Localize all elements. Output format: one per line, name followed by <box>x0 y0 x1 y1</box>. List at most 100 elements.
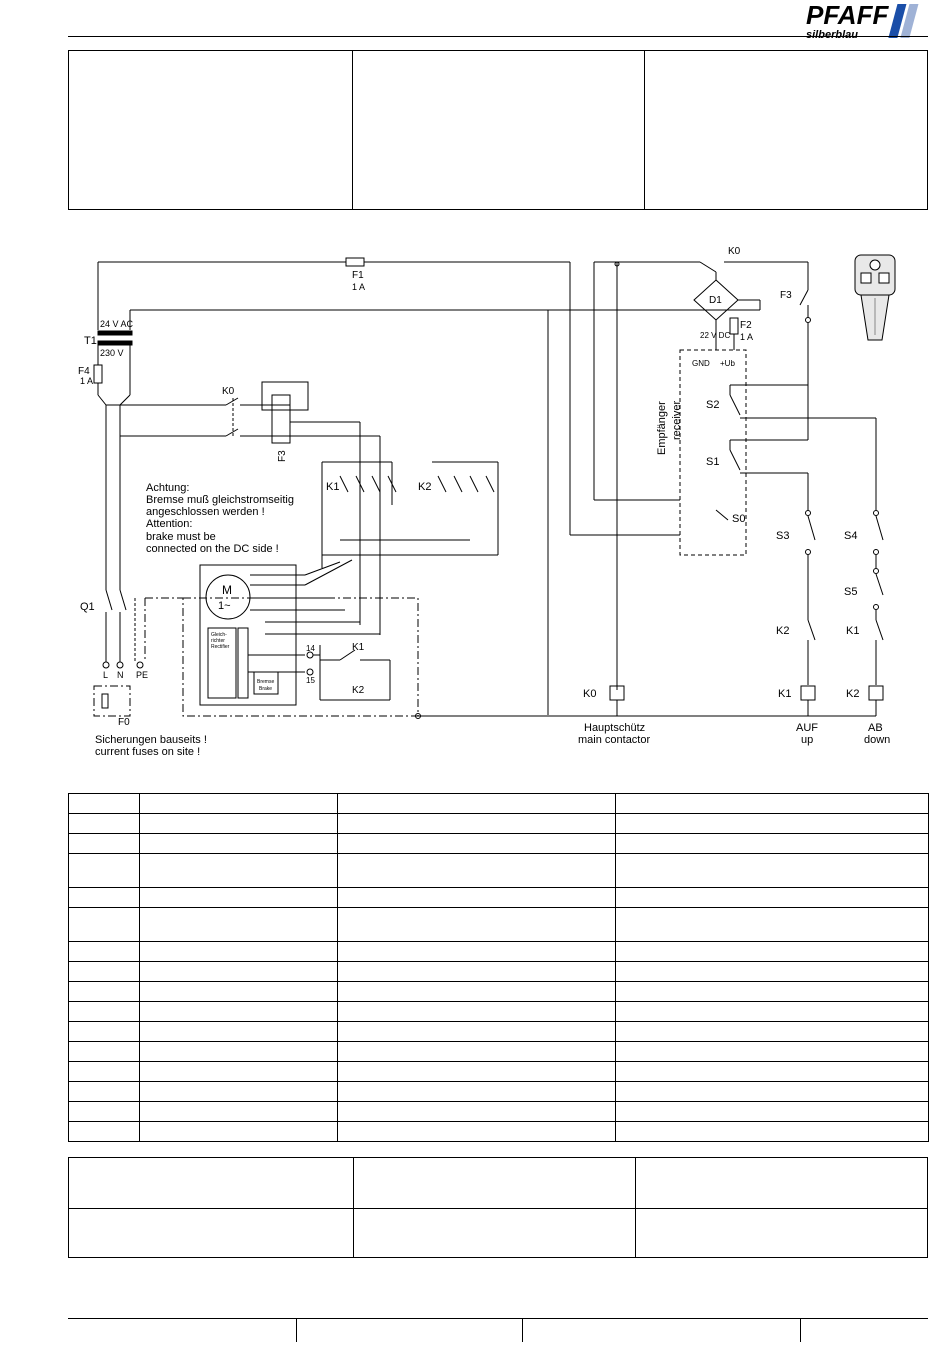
svg-text:15: 15 <box>306 676 315 685</box>
signature-block <box>68 1157 928 1258</box>
contact-k1-aux-label: K1 <box>846 625 859 637</box>
motor-symbol <box>205 574 251 620</box>
table-row <box>68 1121 929 1142</box>
site-fuses-en: current fuses on site ! <box>95 746 200 758</box>
fuse-f4-label: F4 <box>78 366 90 377</box>
brake-note-line1: Achtung: <box>146 482 189 494</box>
footer-divider <box>800 1318 801 1342</box>
table-row <box>68 1041 929 1062</box>
coil-k2-label: K2 <box>846 688 859 700</box>
switch-s3-label: S3 <box>776 530 789 542</box>
switch-s5-label: S5 <box>844 586 857 598</box>
table-row <box>68 1101 929 1122</box>
switch-s1-label: S1 <box>706 456 719 468</box>
fuse-f2-label: F2 <box>740 320 752 331</box>
pfaff-silberblau-logo: PFAFF silberblau <box>806 2 919 41</box>
wiring-schematic: F1 1 A 24 V AC 230 V T1 F4 1 A K0 F3 K1 … <box>78 246 896 758</box>
pe-enclosure <box>182 597 419 717</box>
up-label-en: up <box>801 734 813 746</box>
down-label-de: AB <box>868 722 883 734</box>
switch-q1-label: Q1 <box>80 601 95 613</box>
radio-remote-pendant-icon <box>854 254 896 341</box>
site-fuse-enclosure <box>93 685 131 717</box>
switch-s0-label: S0 <box>732 513 745 525</box>
brake-contact-k1-label: K1 <box>352 642 365 653</box>
transformer-secondary-label: 24 V AC <box>100 319 134 329</box>
title-block <box>68 50 928 210</box>
site-fuses-de: Sicherungen bauseits ! <box>95 734 207 746</box>
main-contactor-en: main contactor <box>578 734 650 746</box>
receiver-label-de: Empfänger <box>656 401 668 455</box>
table-row <box>68 907 929 942</box>
fuse-f4-rating: 1 A <box>80 376 93 386</box>
switch-s4-label: S4 <box>844 530 857 542</box>
receiver-vcc: +Ub <box>720 359 735 368</box>
rectifier-label2: richter <box>211 638 225 644</box>
footer-rule <box>68 1318 928 1319</box>
transformer-core-top <box>97 330 133 336</box>
table-row <box>68 887 929 908</box>
coil-k0-label: K0 <box>583 688 596 700</box>
motor-phase: 1~ <box>218 600 231 612</box>
brake-note-line4: Attention: <box>146 518 192 530</box>
title-cell-1 <box>69 51 353 209</box>
contact-k0-label: K0 <box>222 386 235 397</box>
table-row <box>68 833 929 854</box>
brake-note-line3: angeschlossen werden ! <box>146 506 265 518</box>
footer-divider <box>522 1318 523 1342</box>
terminal-l: L <box>103 670 108 680</box>
brake-contact-k2-label: K2 <box>352 685 365 696</box>
svg-text:14: 14 <box>306 644 315 653</box>
transformer-label: T1 <box>84 335 97 347</box>
brake-box-label2: Brake <box>259 686 272 692</box>
table-row <box>68 1081 929 1102</box>
contactor-k2-label: K2 <box>418 481 431 493</box>
switch-s2-label: S2 <box>706 399 719 411</box>
fuse-f1-label: F1 <box>352 270 364 281</box>
table-row <box>68 981 929 1002</box>
k0-top-contact-label: K0 <box>728 246 741 257</box>
brake-note-line5: brake must be <box>146 531 216 543</box>
header-rule <box>68 36 928 37</box>
brake-note-line2: Bremse muß gleichstromseitig <box>146 494 294 506</box>
brake-box-label1: Bremse <box>257 679 274 685</box>
receiver-gnd: GND <box>692 359 710 368</box>
main-contactor-de: Hauptschütz <box>584 722 645 734</box>
fuse-f3-right-label: F3 <box>780 290 792 301</box>
down-label-en: down <box>864 734 890 746</box>
terminal-pe: PE <box>136 670 148 680</box>
brake-note-line6: connected on the DC side ! <box>146 543 279 555</box>
rectifier-d1-label: D1 <box>709 295 722 306</box>
logo-subtext: silberblau <box>806 29 858 41</box>
fuse-f4-symbol <box>93 364 103 384</box>
title-cell-2 <box>353 51 645 209</box>
fuse-f1-symbol <box>345 257 365 267</box>
table-row <box>68 813 929 834</box>
table-row <box>68 1001 929 1022</box>
transformer-primary-label: 230 V <box>100 348 124 358</box>
rectifier-label1: Gleich- <box>211 632 227 638</box>
coil-k1 <box>800 685 816 701</box>
receiver-label-en: receiver <box>671 401 683 440</box>
contactor-k1-label: K1 <box>326 481 339 493</box>
table-row <box>68 793 929 814</box>
motor-enclosure <box>199 564 297 706</box>
coil-k1-label: K1 <box>778 688 791 700</box>
motor-label: M <box>222 583 232 597</box>
terminal-n: N <box>117 670 124 680</box>
dc-supply-label: 22 V DC <box>700 331 730 340</box>
fuse-f0-symbol <box>101 693 109 709</box>
table-row <box>68 853 929 888</box>
fuse-f2-rating: 1 A <box>740 332 753 342</box>
table-row <box>68 1061 929 1082</box>
fuse-f1-rating: 1 A <box>352 282 365 292</box>
parts-list-table <box>68 793 929 1142</box>
table-row <box>68 961 929 982</box>
receiver-box <box>679 349 747 556</box>
contact-k2-aux-label: K2 <box>776 625 789 637</box>
up-label-de: AUF <box>796 722 818 734</box>
transformer-core-bottom <box>97 340 133 346</box>
coil-k2 <box>868 685 884 701</box>
fuse-f3-label: F3 <box>277 450 288 462</box>
rectifier-label3: Rectifier <box>211 644 230 650</box>
